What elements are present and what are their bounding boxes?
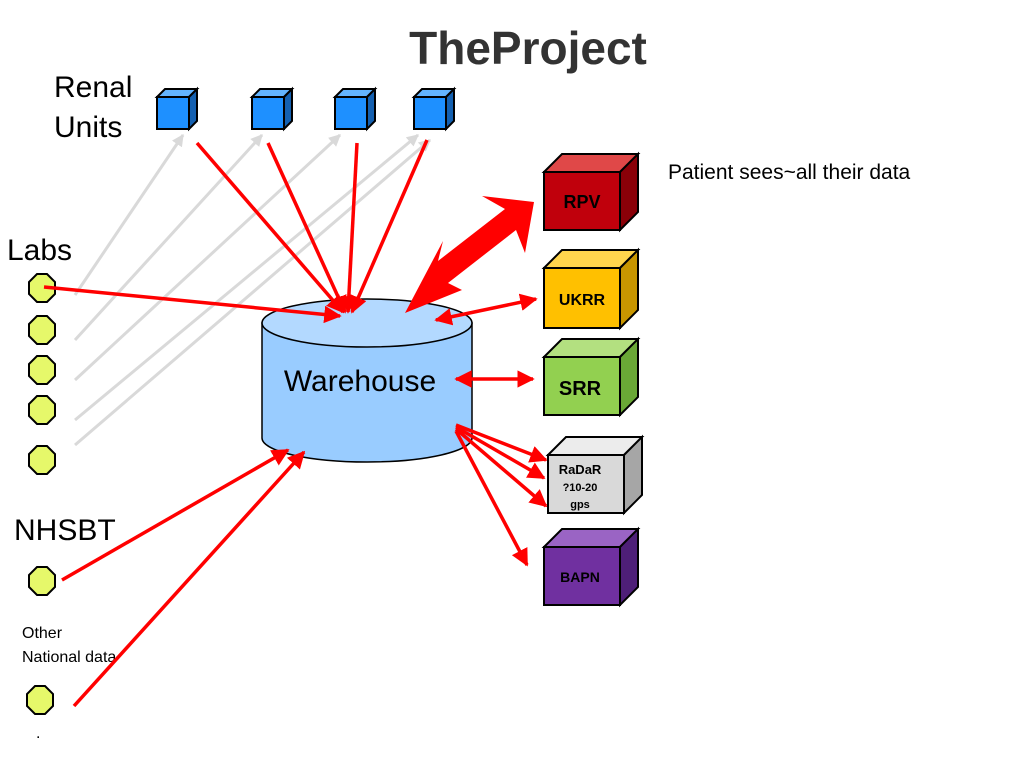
bapn-label: BAPN <box>560 569 600 585</box>
renal-unit-cube <box>154 86 200 132</box>
feedback-line <box>73 133 264 342</box>
other-national-node <box>26 685 54 715</box>
nhsbt-to-warehouse-arrow <box>61 448 290 582</box>
rpv-double-arrow <box>405 196 534 313</box>
ukrr-label: UKRR <box>559 292 606 309</box>
lab-node <box>28 445 56 475</box>
nhsbt-label: NHSBT <box>14 514 116 547</box>
feedback-line <box>73 133 342 382</box>
lab-node <box>28 355 56 385</box>
renal-to-warehouse-arrow <box>350 139 429 314</box>
feedback-line <box>73 134 185 296</box>
rpv-label: RPV <box>563 192 600 212</box>
radar-label-line3: gps <box>570 499 590 511</box>
other-national-trailing-mark: . <box>36 725 40 742</box>
outbound-arrows <box>434 293 548 567</box>
radar-label-line2: ?10-20 <box>563 482 598 494</box>
warehouse-radar-arrow <box>455 423 548 463</box>
feedback-lines <box>73 133 431 447</box>
ukrr-cube: UKRR <box>541 247 641 331</box>
lab-node <box>28 273 56 303</box>
radar-cube: RaDaR ?10-20 gps <box>545 434 645 516</box>
labs-label: Labs <box>7 234 72 267</box>
srr-cube: SRR <box>541 336 641 418</box>
page-title: TheProject <box>409 22 647 74</box>
inbound-arrows <box>43 139 429 708</box>
source-nodes <box>26 273 56 715</box>
feedback-line <box>74 138 431 447</box>
warehouse-radar-arrow <box>454 427 548 508</box>
rpv-note: Patient sees~all their data <box>668 161 911 184</box>
other-national-label-line1: Other <box>22 625 63 642</box>
lab-node <box>28 395 56 425</box>
rpv-cube: RPV <box>541 151 641 233</box>
warehouse-label: Warehouse <box>284 365 436 398</box>
lab-to-warehouse-arrow <box>43 285 342 324</box>
renal-unit-cube <box>249 86 295 132</box>
bapn-cube: BAPN <box>541 526 641 608</box>
warehouse-cylinder: Warehouse <box>261 298 473 463</box>
warehouse-ukrr-arrow <box>434 293 538 326</box>
lab-node <box>28 315 56 345</box>
renal-units-label-line1: Renal <box>54 71 132 104</box>
renal-to-warehouse-arrow <box>340 142 359 314</box>
nhsbt-node <box>28 566 56 596</box>
warehouse-radar-arrow <box>455 425 546 480</box>
renal-units-label-line2: Units <box>54 111 122 144</box>
other-national-to-warehouse-arrow <box>72 450 306 708</box>
feedback-line <box>74 133 419 422</box>
other-national-label-line2: National data <box>22 649 116 666</box>
renal-to-warehouse-arrow <box>195 141 345 314</box>
warehouse-bapn-arrow <box>454 430 529 567</box>
renal-unit-cube <box>332 86 378 132</box>
radar-label-line1: RaDaR <box>559 462 602 477</box>
renal-units <box>154 86 457 132</box>
renal-unit-cube <box>411 86 457 132</box>
renal-to-warehouse-arrow <box>266 142 347 314</box>
srr-label: SRR <box>559 378 602 400</box>
